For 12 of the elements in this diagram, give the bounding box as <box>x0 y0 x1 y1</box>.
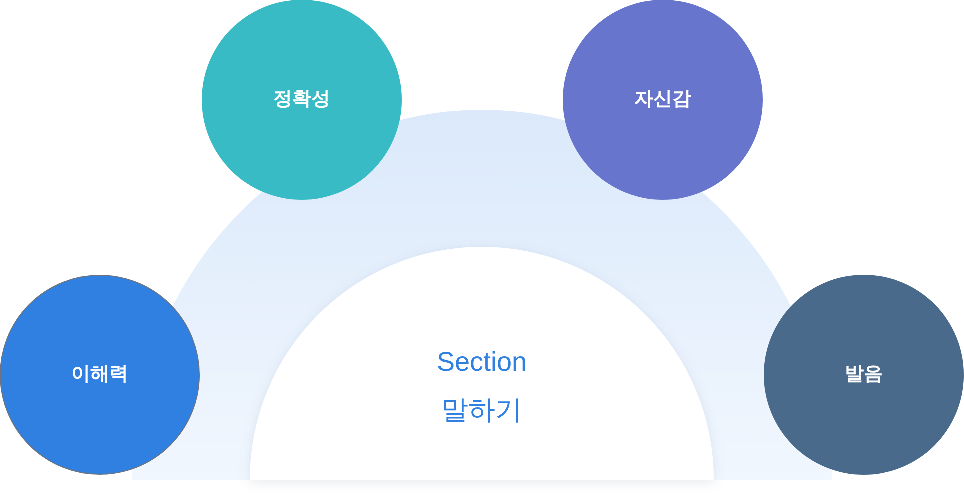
arch-band <box>132 110 832 480</box>
category-circle <box>0 275 200 475</box>
category-circle <box>202 0 402 200</box>
category-circle <box>764 275 964 475</box>
circle-label: 발음 <box>845 363 883 387</box>
circle-label: 이해력 <box>72 363 128 387</box>
circle-label: 정확성 <box>274 88 330 112</box>
category-circle <box>563 0 763 200</box>
panel-label: Section <box>436 346 528 378</box>
panel-title: 말하기 <box>442 394 522 426</box>
circle-label: 자신감 <box>634 88 692 112</box>
semicircle-panel <box>250 247 714 480</box>
